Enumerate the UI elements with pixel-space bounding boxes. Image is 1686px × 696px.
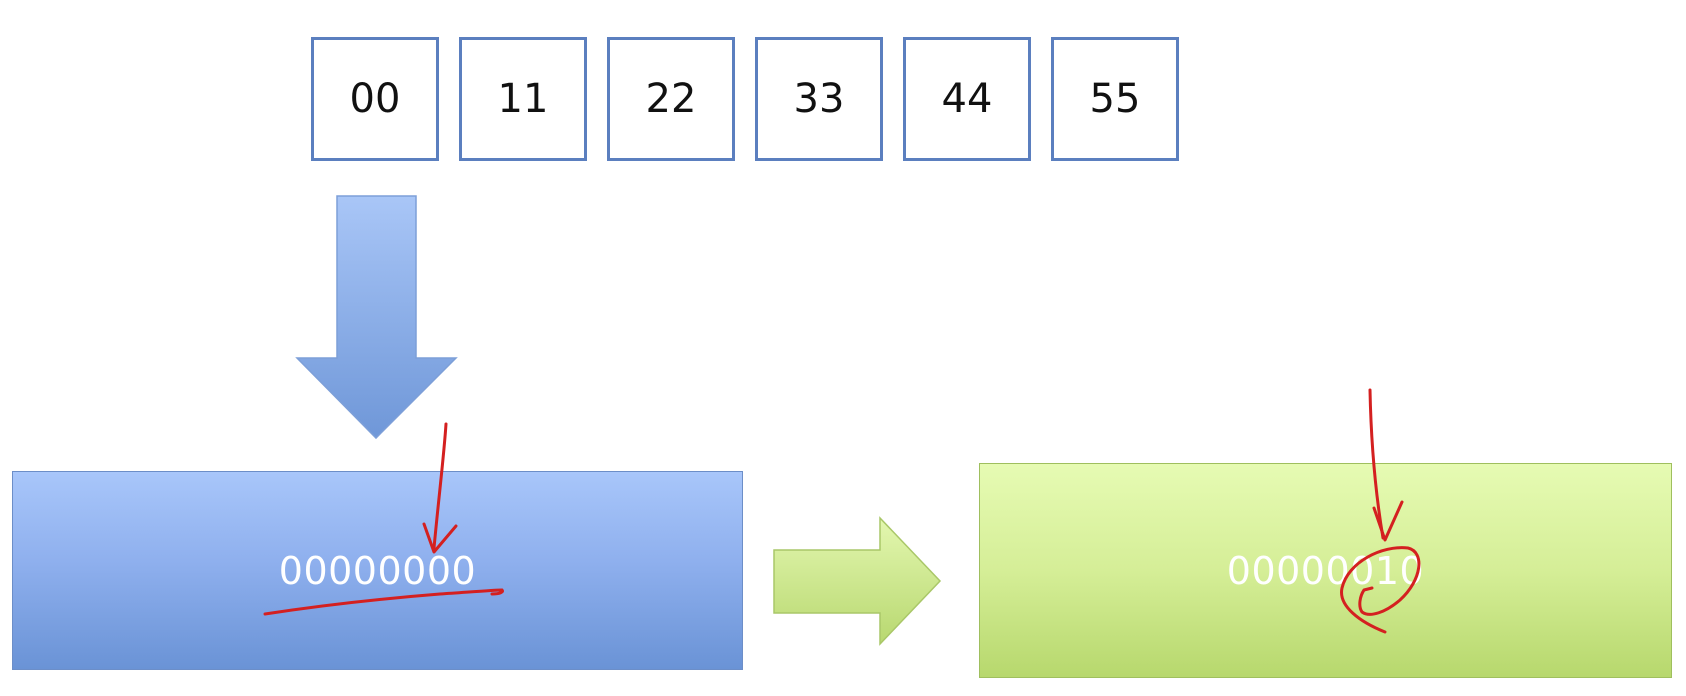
byte-box-11: 11 xyxy=(459,37,587,161)
byte-label: 11 xyxy=(497,76,549,122)
right-arrow-icon xyxy=(773,516,942,646)
input-register: 00000000 xyxy=(12,471,743,670)
input-register-value: 00000000 xyxy=(278,548,477,593)
byte-label: 55 xyxy=(1089,76,1141,122)
byte-label: 22 xyxy=(645,76,697,122)
byte-box-00: 00 xyxy=(311,37,439,161)
output-register-value: 00000010 xyxy=(1226,548,1425,593)
byte-box-22: 22 xyxy=(607,37,735,161)
byte-label: 44 xyxy=(941,76,993,122)
byte-box-44: 44 xyxy=(903,37,1031,161)
byte-label: 00 xyxy=(349,76,401,122)
byte-box-55: 55 xyxy=(1051,37,1179,161)
byte-label: 33 xyxy=(793,76,845,122)
byte-box-33: 33 xyxy=(755,37,883,161)
output-register: 00000010 xyxy=(979,463,1672,678)
down-arrow-icon xyxy=(295,195,458,440)
